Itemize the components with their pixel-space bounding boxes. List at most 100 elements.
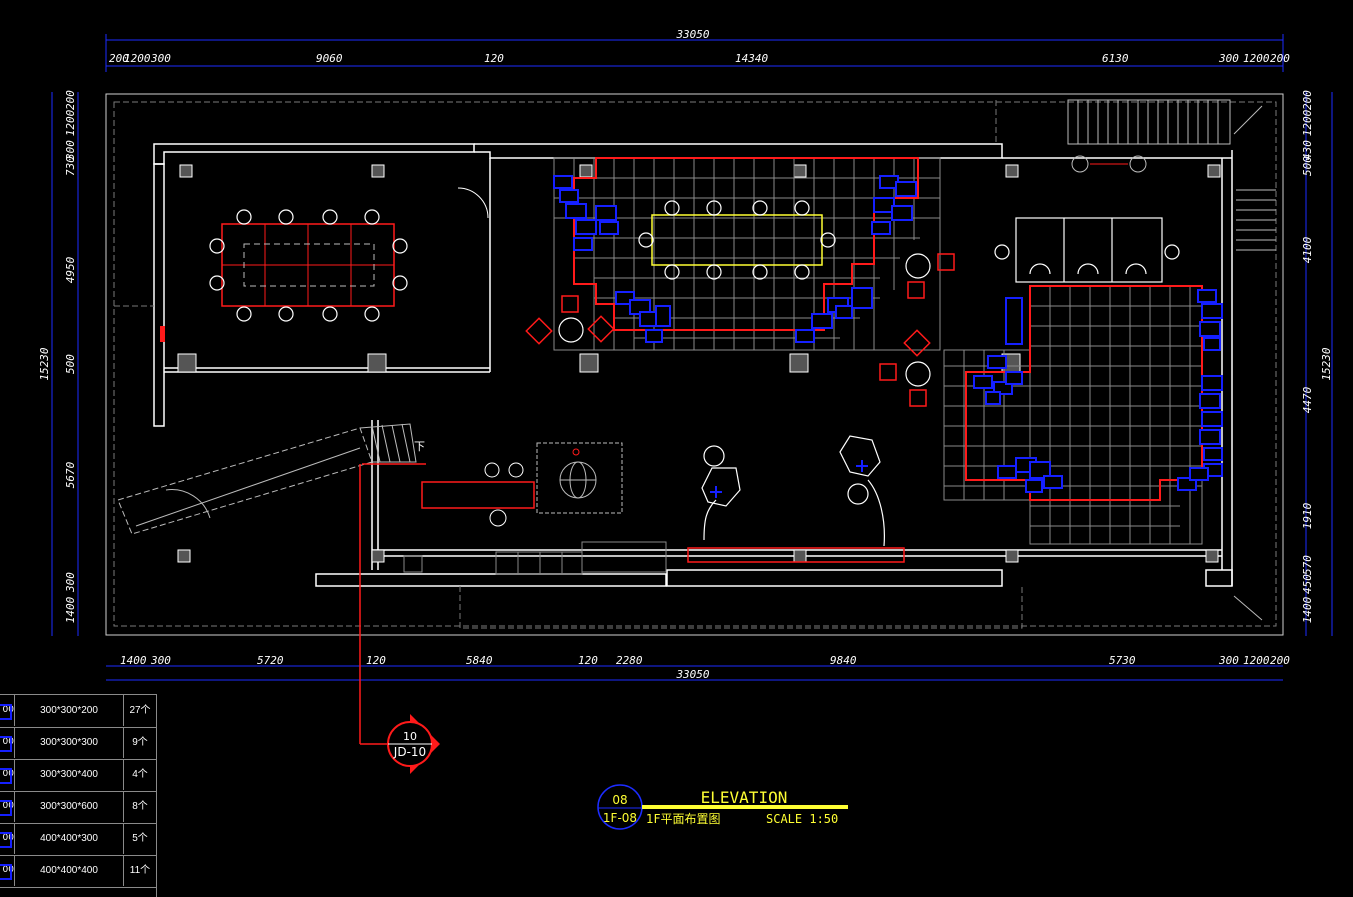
red-furniture — [525, 253, 955, 407]
legend-code: 00 — [0, 695, 15, 726]
svg-text:300: 300 — [64, 140, 77, 161]
box-icon — [0, 704, 12, 720]
central-display-table — [651, 214, 823, 266]
svg-text:4470: 4470 — [1301, 386, 1314, 413]
inner-boundary — [113, 101, 1277, 627]
svg-text:120: 120 — [578, 654, 598, 667]
svg-text:4100: 4100 — [1301, 236, 1314, 263]
box-icon — [0, 864, 12, 880]
svg-text:5670: 5670 — [64, 461, 77, 488]
legend-size: 300*300*600 — [15, 791, 124, 822]
red-stage-strip — [687, 547, 905, 563]
door-swing — [457, 187, 489, 219]
svg-text:6130: 6130 — [1102, 52, 1129, 65]
svg-text:1200: 1200 — [124, 52, 151, 65]
stair-down-label: 下 — [414, 440, 425, 453]
svg-text:9840: 9840 — [830, 654, 857, 667]
svg-text:200: 200 — [1270, 654, 1290, 667]
globe-display — [536, 442, 623, 514]
title-bubble — [597, 784, 848, 830]
svg-text:300: 300 — [150, 52, 171, 65]
svg-text:200: 200 — [1301, 90, 1314, 110]
legend-code: 00 — [0, 855, 15, 886]
svg-text:450: 450 — [1301, 574, 1314, 594]
central-chairs — [638, 200, 836, 280]
corner-arcs — [1233, 105, 1263, 621]
svg-text:500: 500 — [64, 354, 77, 374]
box-icon — [0, 736, 12, 752]
left-dimension-lines — [51, 92, 79, 636]
door-marker — [160, 326, 165, 342]
display-boxes-central — [553, 175, 917, 343]
legend-size: 300*300*300 — [15, 727, 124, 758]
bubble-sheet: 1F-08 — [603, 811, 637, 825]
box-icon — [0, 832, 12, 848]
meeting-table — [221, 223, 395, 307]
bubble-number: 08 — [612, 793, 627, 807]
right-dimension-lines — [1305, 92, 1333, 636]
reception-desk — [421, 481, 535, 509]
svg-text:15230: 15230 — [1320, 347, 1333, 380]
svg-text:14340: 14340 — [735, 52, 768, 65]
svg-text:1910: 1910 — [1301, 502, 1314, 529]
legend-qty: 9个 — [132, 737, 148, 748]
reception-stools — [484, 462, 524, 527]
bottom-segment-dims: 1400 300 5720 120 5840 120 2280 9840 573… — [120, 654, 1290, 667]
bottom-dimension-lines — [106, 665, 1283, 681]
legend-qty: 8个 — [132, 801, 148, 812]
svg-text:1200: 1200 — [64, 109, 77, 136]
callout-sheet: JD-10 — [393, 745, 426, 759]
legend-size: 300*300*400 — [15, 759, 124, 790]
svg-text:730: 730 — [64, 156, 77, 176]
svg-text:120: 120 — [484, 52, 504, 65]
svg-text:1200: 1200 — [1301, 109, 1314, 136]
hand-sculpture-right — [839, 435, 885, 547]
svg-text:430: 430 — [1301, 140, 1314, 160]
top-total-dim: 33050 — [675, 28, 709, 41]
svg-text:300: 300 — [1218, 654, 1239, 667]
top-dimension-lines — [105, 34, 1284, 72]
drawing-scale: SCALE 1:50 — [766, 812, 838, 826]
svg-text:300: 300 — [1218, 52, 1239, 65]
legend-row: 00 300*300*600 8个 — [0, 791, 156, 824]
legend-size: 400*400*400 — [15, 855, 124, 886]
staircase — [117, 423, 417, 535]
legend-size: 300*300*200 — [15, 695, 124, 726]
right-floor-grid — [943, 285, 1203, 545]
top-segment-dims: 200 1200 300 9060 120 14340 6130 300 120… — [109, 52, 1290, 65]
svg-text:1200: 1200 — [1243, 52, 1270, 65]
legend-code: 00 — [0, 727, 15, 758]
svg-text:500: 500 — [1301, 156, 1314, 176]
svg-text:1400: 1400 — [64, 596, 77, 623]
box-icon — [0, 768, 12, 784]
callout-number: 10 — [403, 730, 417, 743]
booths — [994, 217, 1180, 283]
legend-row: 00 300*300*300 9个 — [0, 727, 156, 760]
legend-size: 400*400*300 — [15, 823, 124, 854]
svg-text:1200: 1200 — [1243, 654, 1270, 667]
drawing-title: ELEVATION — [701, 788, 788, 807]
box-icon — [0, 800, 12, 816]
legend-code: 00 — [0, 823, 15, 854]
round-tables — [558, 253, 931, 387]
meeting-chairs — [209, 209, 408, 322]
site-boundary — [105, 93, 1284, 636]
svg-text:9060: 9060 — [316, 52, 343, 65]
svg-text:570: 570 — [1301, 555, 1314, 575]
legend-row: 00 400*400*300 5个 — [0, 823, 156, 856]
hand-sculpture-left — [701, 445, 741, 541]
top-right-feature — [1067, 99, 1276, 251]
lower-storage — [403, 541, 667, 575]
svg-text:200: 200 — [109, 52, 129, 65]
dashed-boundaries — [114, 100, 1023, 629]
svg-text:200: 200 — [64, 90, 77, 110]
right-dims: 15230 200 1200 430 500 4100 4470 1910 57… — [1301, 90, 1333, 624]
display-boxes-right — [973, 289, 1223, 493]
legend-row: 00 300*300*400 4个 — [0, 759, 156, 792]
svg-text:120: 120 — [366, 654, 386, 667]
svg-text:4950: 4950 — [64, 256, 77, 283]
legend-qty: 5个 — [132, 833, 148, 844]
legend-table: 00 300*300*200 27个 00 300*300*300 9个 00 … — [0, 694, 157, 897]
legend-code: 00 — [0, 759, 15, 790]
svg-text:1400: 1400 — [1301, 596, 1314, 623]
